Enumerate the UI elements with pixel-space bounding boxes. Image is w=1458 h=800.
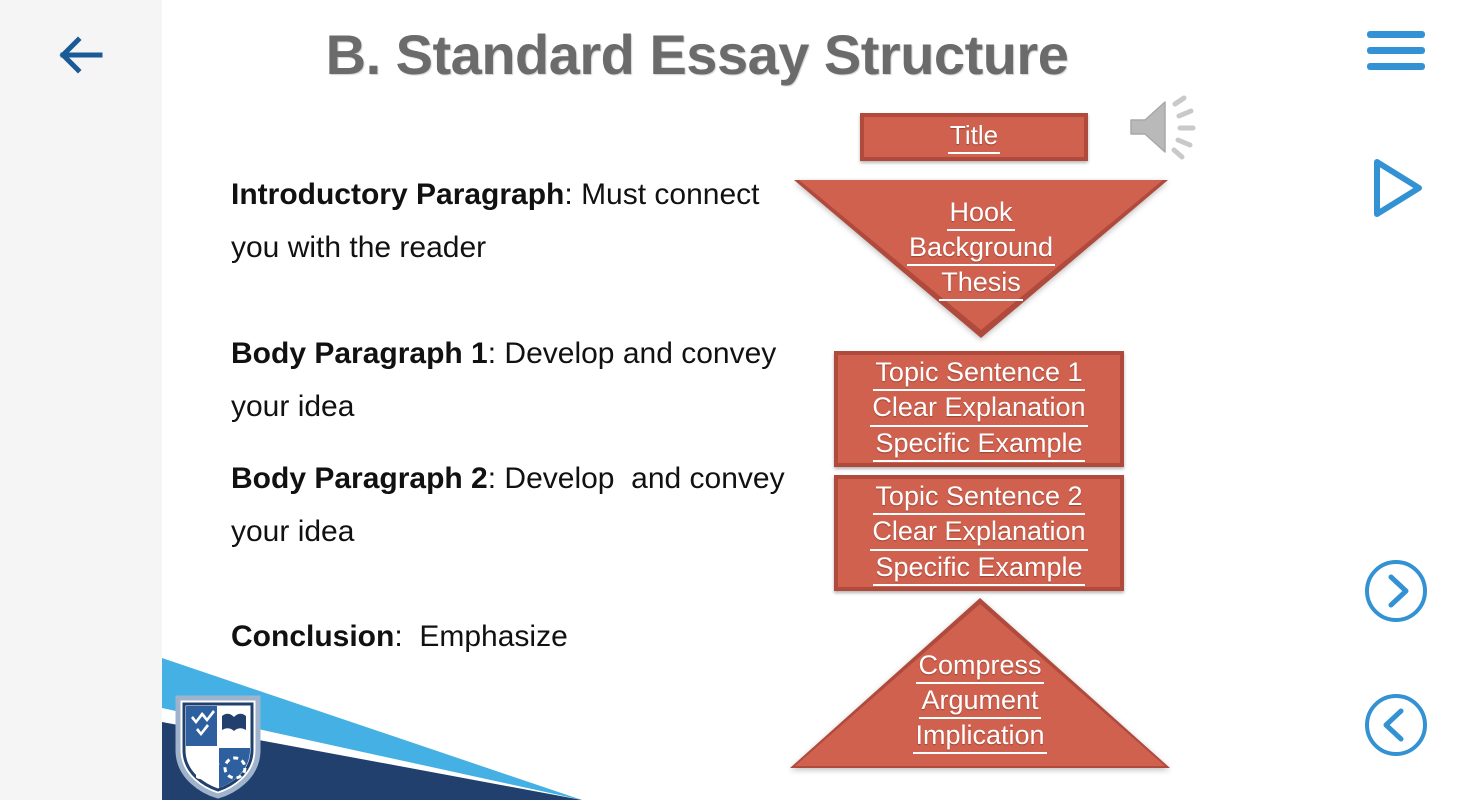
body-box-2-line-3: Specific Example xyxy=(873,551,1085,586)
paragraph-body-1-label: Body Paragraph 1 xyxy=(231,336,488,370)
paragraph-body-1-sep: : xyxy=(487,336,505,370)
diagram-body-box-2: Topic Sentence 2 Clear Explanation Speci… xyxy=(834,475,1124,591)
diagram-body-box-2-text: Topic Sentence 2 Clear Explanation Speci… xyxy=(870,480,1088,586)
next-slide-button[interactable] xyxy=(1334,555,1458,631)
diagram-conclusion-triangle: Compress Argument Implication xyxy=(790,598,1170,768)
chevron-left-circle-icon xyxy=(1362,691,1430,764)
chevron-right-circle-icon xyxy=(1362,557,1430,630)
hamburger-line-1 xyxy=(1367,30,1425,38)
paragraph-intro-text: Must connect you with the reader xyxy=(231,178,768,265)
play-button[interactable] xyxy=(1334,148,1458,232)
diagram-body-box-1-text: Topic Sentence 1 Clear Explanation Speci… xyxy=(870,356,1088,462)
paragraph-body-2-text: Develop and convey your idea xyxy=(231,461,793,548)
speaker-icon[interactable] xyxy=(1125,92,1205,164)
diagram-title-box-text: Title xyxy=(947,120,1001,154)
previous-slide-button[interactable] xyxy=(1334,689,1458,765)
paragraph-conclusion-label: Conclusion xyxy=(231,620,395,654)
conclusion-triangle-fill xyxy=(795,604,1165,766)
right-toolbar xyxy=(1334,0,1458,800)
menu-button[interactable] xyxy=(1334,14,1458,86)
page-title: B. Standard Essay Structure xyxy=(325,23,1069,86)
arrow-left-icon xyxy=(56,35,106,75)
paragraph-body-2-label: Body Paragraph 2 xyxy=(231,461,488,495)
paragraph-body-1: Body Paragraph 1: Develop and convey you… xyxy=(231,327,791,434)
back-button[interactable] xyxy=(0,0,162,110)
slide-canvas: B. Standard Essay Structure Introductory… xyxy=(162,0,1334,800)
paragraph-conclusion-text: Emphasize xyxy=(419,620,568,654)
essay-structure-diagram: Title xyxy=(162,0,1334,800)
paragraph-intro: Introductory Paragraph: Must connect you… xyxy=(231,168,791,275)
body-box-2-line-2: Clear Explanation xyxy=(870,515,1088,551)
diagram-body-box-1: Topic Sentence 1 Clear Explanation Speci… xyxy=(834,351,1124,467)
diagram-intro-triangle: Hook Background Thesis xyxy=(794,180,1168,338)
body-box-1-line-1: Topic Sentence 1 xyxy=(873,356,1085,392)
paragraph-conclusion-sep: : xyxy=(394,620,420,654)
body-box-1-line-3: Specific Example xyxy=(873,427,1085,462)
body-box-1-line-2: Clear Explanation xyxy=(870,391,1088,427)
slide-body-text: Introductory Paragraph: Must connect you… xyxy=(231,168,791,664)
paragraph-intro-sep: : xyxy=(564,178,582,211)
intro-triangle-fill xyxy=(799,180,1163,330)
hamburger-menu-icon xyxy=(1367,30,1425,70)
body-box-2-line-1: Topic Sentence 2 xyxy=(873,480,1085,516)
paragraph-conclusion: Conclusion: Emphasize xyxy=(231,610,791,663)
diagram-title-line-1: Title xyxy=(947,120,1001,154)
paragraph-body-1-text: Develop and convey your idea xyxy=(231,336,785,424)
paragraph-body-2-sep: : xyxy=(487,461,505,495)
paragraph-intro-label: Introductory Paragraph xyxy=(231,178,565,211)
paragraph-body-2: Body Paragraph 2: Develop and convey you… xyxy=(231,452,791,559)
play-icon xyxy=(1363,152,1429,229)
diagram-title-box: Title xyxy=(860,113,1088,161)
hamburger-line-3 xyxy=(1367,62,1425,70)
hamburger-line-2 xyxy=(1367,46,1425,54)
